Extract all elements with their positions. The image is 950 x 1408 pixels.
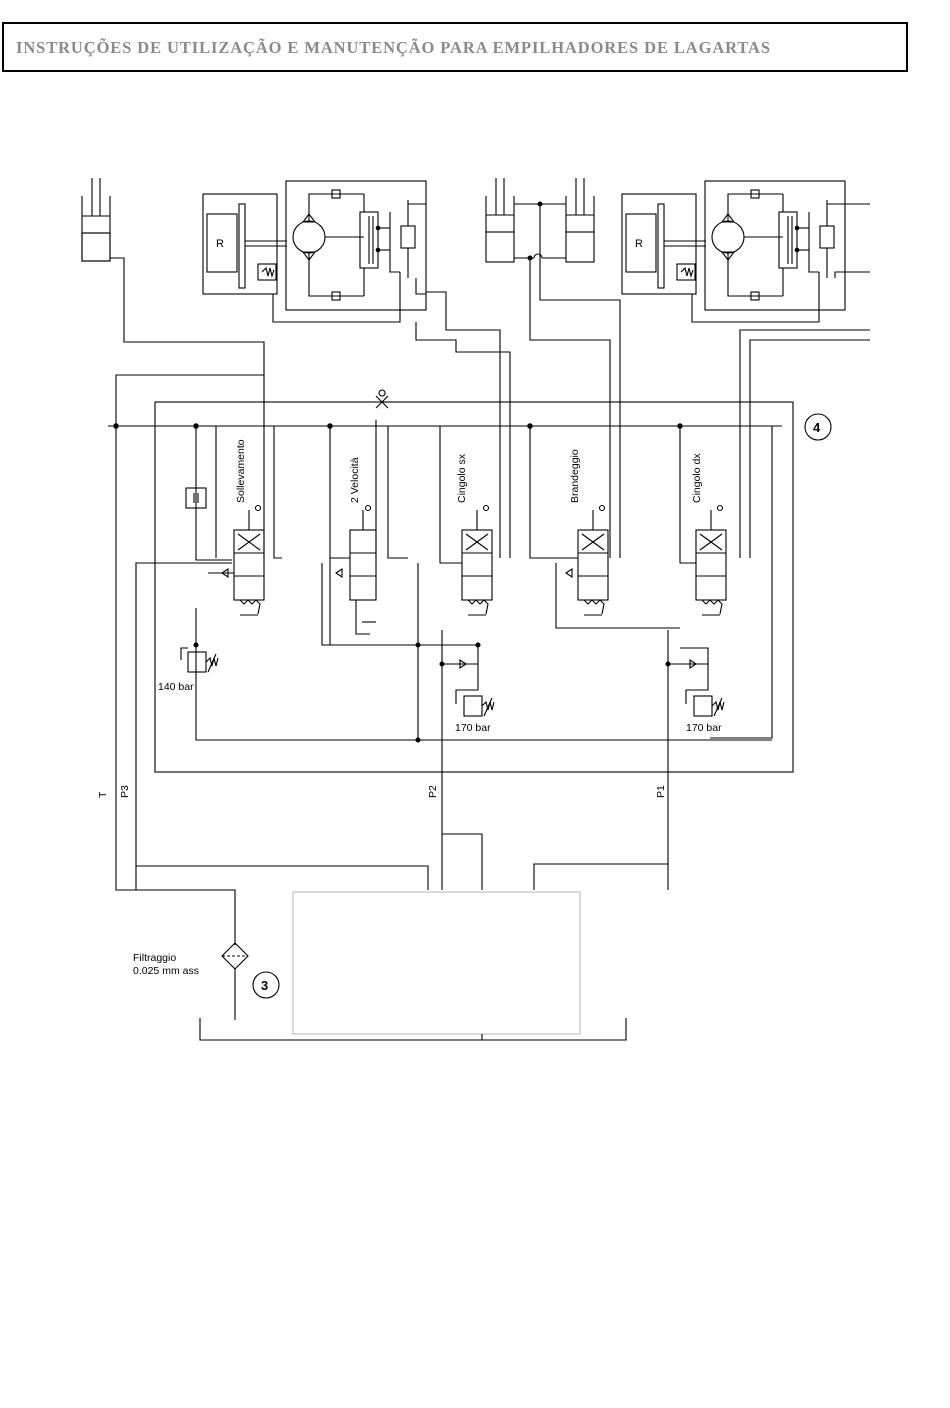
section-label-cingolo-dx: Cingolo dx (691, 453, 703, 503)
filter-label-line1: Filtraggio (133, 952, 176, 964)
spool-section-cingolo-sx (440, 420, 510, 615)
relief-label-170-p2: 170 bar (455, 722, 491, 734)
filter-label-line2: 0.025 mm ass (133, 965, 199, 977)
return-filter (222, 943, 248, 1020)
valve-block-galleries (136, 558, 772, 890)
port-label-p2: P2 (427, 785, 439, 798)
callout-4-label: 4 (813, 420, 821, 435)
pump-unit-and-tank (200, 892, 626, 1040)
motor-left-lines (416, 292, 510, 420)
spool-section-2-velocita (322, 420, 418, 645)
callout-3-label: 3 (261, 978, 268, 993)
port-label-p1: P1 (655, 785, 667, 798)
reducer-label-right: R (635, 238, 643, 250)
spool-section-brandeggio (530, 420, 680, 628)
section-label-sollevamento: Sollevamento (235, 439, 247, 503)
pump-lines (136, 834, 668, 890)
section-label-cingolo-sx: Cingolo sx (456, 453, 468, 503)
relief-valve-p3 (181, 648, 218, 672)
relief-valve-p2 (456, 664, 494, 716)
section-label-brandeggio: Brandeggio (569, 449, 581, 503)
port-label-p3: P3 (119, 785, 131, 798)
travel-motor-left: R (203, 181, 426, 322)
callout-filter: 3 (253, 972, 279, 998)
relief-label-170-p1: 170 bar (686, 722, 722, 734)
travel-motor-right: R (622, 181, 870, 420)
section-label-2-velocita: 2 Velocità (349, 457, 361, 503)
relief-valve-p1 (686, 664, 724, 716)
reducer-label-left: R (216, 238, 224, 250)
port-label-t: T (97, 791, 109, 798)
relief-label-140: 140 bar (158, 681, 194, 693)
tilt-cylinders-middle (486, 178, 620, 420)
callout-valve-block: 4 (805, 414, 831, 440)
